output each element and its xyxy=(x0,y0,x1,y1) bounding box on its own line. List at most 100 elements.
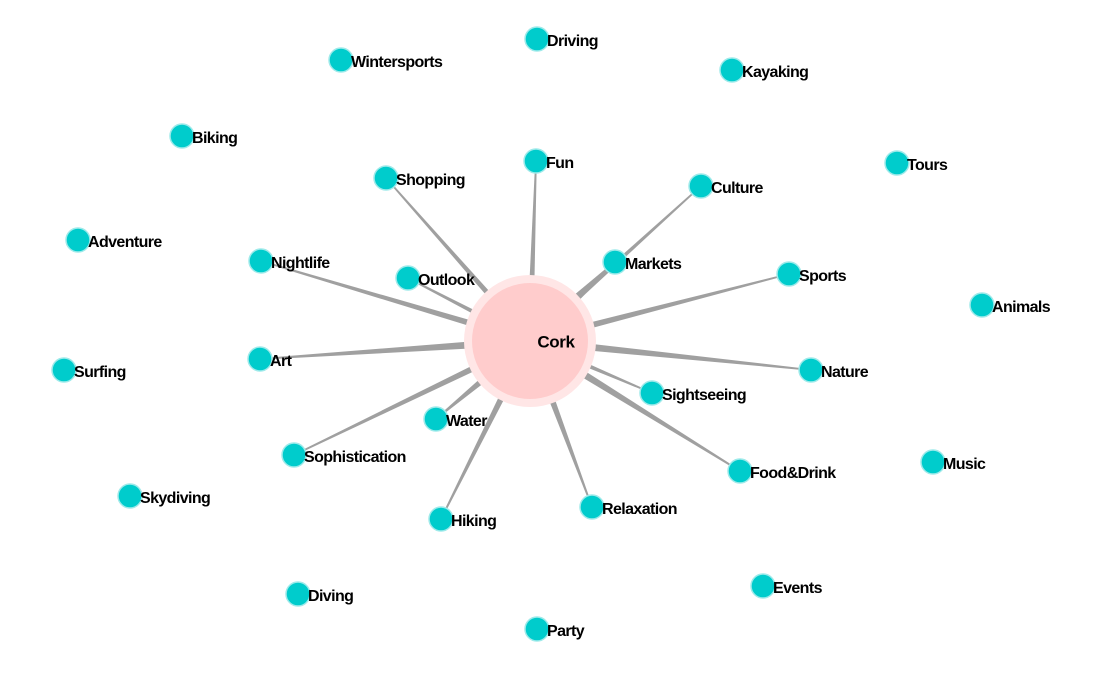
edge-fun xyxy=(529,161,537,284)
node-circle[interactable] xyxy=(639,380,665,406)
node-art[interactable]: Art xyxy=(247,346,293,372)
node-circle[interactable] xyxy=(328,47,354,73)
edge-relaxation xyxy=(547,394,593,508)
node-music[interactable]: Music xyxy=(920,449,987,475)
node-label: Nightlife xyxy=(271,255,330,272)
node-label: Water xyxy=(446,413,487,430)
node-sophistication[interactable]: Sophistication xyxy=(281,442,406,468)
node-wintersports[interactable]: Wintersports xyxy=(328,47,444,73)
node-circle[interactable] xyxy=(428,506,454,532)
node-food-and-drink[interactable]: Food&Drink xyxy=(727,458,837,484)
node-circle[interactable] xyxy=(920,449,946,475)
node-label: Fun xyxy=(546,155,574,172)
node-diving[interactable]: Diving xyxy=(285,581,354,607)
node-label: Culture xyxy=(711,180,764,197)
node-shopping[interactable]: Shopping xyxy=(373,165,466,191)
center-node[interactable]: Cork xyxy=(464,275,596,407)
node-label: Skydiving xyxy=(140,490,210,507)
edge-nature xyxy=(587,343,812,371)
node-circle[interactable] xyxy=(285,581,311,607)
center-node-label: Cork xyxy=(537,332,575,351)
node-label: Driving xyxy=(547,33,598,50)
node-circle[interactable] xyxy=(65,227,91,253)
node-circle[interactable] xyxy=(776,261,802,287)
node-circle[interactable] xyxy=(248,248,274,274)
node-nightlife[interactable]: Nightlife xyxy=(248,248,331,274)
node-circle[interactable] xyxy=(423,406,449,432)
node-circle[interactable] xyxy=(969,292,995,318)
node-circle[interactable] xyxy=(727,458,753,484)
node-animals[interactable]: Animals xyxy=(969,292,1051,318)
node-circle[interactable] xyxy=(798,357,824,383)
node-label: Markets xyxy=(625,256,682,273)
node-circle[interactable] xyxy=(169,123,195,149)
node-label: Party xyxy=(547,623,585,640)
node-circle[interactable] xyxy=(884,150,910,176)
node-label: Adventure xyxy=(88,234,162,251)
node-hiking[interactable]: Hiking xyxy=(428,506,497,532)
node-sports[interactable]: Sports xyxy=(776,261,847,287)
node-label: Animals xyxy=(992,299,1051,316)
edge-nightlife xyxy=(260,260,476,328)
node-circle[interactable] xyxy=(524,26,550,52)
node-relaxation[interactable]: Relaxation xyxy=(579,494,678,520)
node-kayaking[interactable]: Kayaking xyxy=(719,57,809,83)
node-biking[interactable]: Biking xyxy=(169,123,238,149)
edge-art xyxy=(259,341,473,360)
node-outlook[interactable]: Outlook xyxy=(395,265,476,291)
node-driving[interactable]: Driving xyxy=(524,26,599,52)
node-label: Relaxation xyxy=(602,501,677,518)
node-culture[interactable]: Culture xyxy=(688,173,764,199)
edge-outlook xyxy=(407,277,480,317)
node-skydiving[interactable]: Skydiving xyxy=(117,483,211,509)
node-label: Events xyxy=(773,580,823,597)
node-circle[interactable] xyxy=(281,442,307,468)
node-label: Food&Drink xyxy=(750,465,836,482)
edge-sightseeing xyxy=(582,361,653,394)
node-circle[interactable] xyxy=(688,173,714,199)
edge-sophistication xyxy=(293,363,480,456)
node-circle[interactable] xyxy=(524,616,550,642)
node-label: Music xyxy=(943,456,986,473)
node-tours[interactable]: Tours xyxy=(884,150,949,176)
node-label: Tours xyxy=(907,157,948,174)
node-label: Art xyxy=(270,353,293,370)
node-circle[interactable] xyxy=(395,265,421,291)
edge-food-and-drink xyxy=(577,368,741,472)
center-node-circle[interactable] xyxy=(472,283,588,399)
node-circle[interactable] xyxy=(602,249,628,275)
node-adventure[interactable]: Adventure xyxy=(65,227,163,253)
node-circle[interactable] xyxy=(51,357,77,383)
node-circle[interactable] xyxy=(750,573,776,599)
edge-sports xyxy=(585,273,790,330)
node-label: Sightseeing xyxy=(662,387,746,404)
node-circle[interactable] xyxy=(373,165,399,191)
node-label: Shopping xyxy=(396,172,465,189)
node-label: Wintersports xyxy=(351,54,443,71)
node-water[interactable]: Water xyxy=(423,406,488,432)
node-label: Sophistication xyxy=(304,449,406,466)
node-party[interactable]: Party xyxy=(524,616,585,642)
node-label: Sports xyxy=(799,268,847,285)
node-circle[interactable] xyxy=(247,346,273,372)
node-circle[interactable] xyxy=(523,148,549,174)
node-label: Outlook xyxy=(418,272,475,289)
node-label: Diving xyxy=(308,588,353,605)
edge-markets xyxy=(569,261,616,305)
node-label: Surfing xyxy=(74,364,126,381)
node-circle[interactable] xyxy=(579,494,605,520)
nodes-layer: DrivingWintersportsKayakingBikingFunShop… xyxy=(51,26,1051,642)
node-label: Kayaking xyxy=(742,64,808,81)
node-nature[interactable]: Nature xyxy=(798,357,869,383)
node-circle[interactable] xyxy=(117,483,143,509)
node-fun[interactable]: Fun xyxy=(523,148,574,174)
node-events[interactable]: Events xyxy=(750,573,823,599)
node-surfing[interactable]: Surfing xyxy=(51,357,126,383)
node-sightseeing[interactable]: Sightseeing xyxy=(639,380,747,406)
edges-layer xyxy=(259,161,812,520)
node-label: Biking xyxy=(192,130,237,147)
node-markets[interactable]: Markets xyxy=(602,249,683,275)
edge-hiking xyxy=(440,391,507,520)
node-circle[interactable] xyxy=(719,57,745,83)
